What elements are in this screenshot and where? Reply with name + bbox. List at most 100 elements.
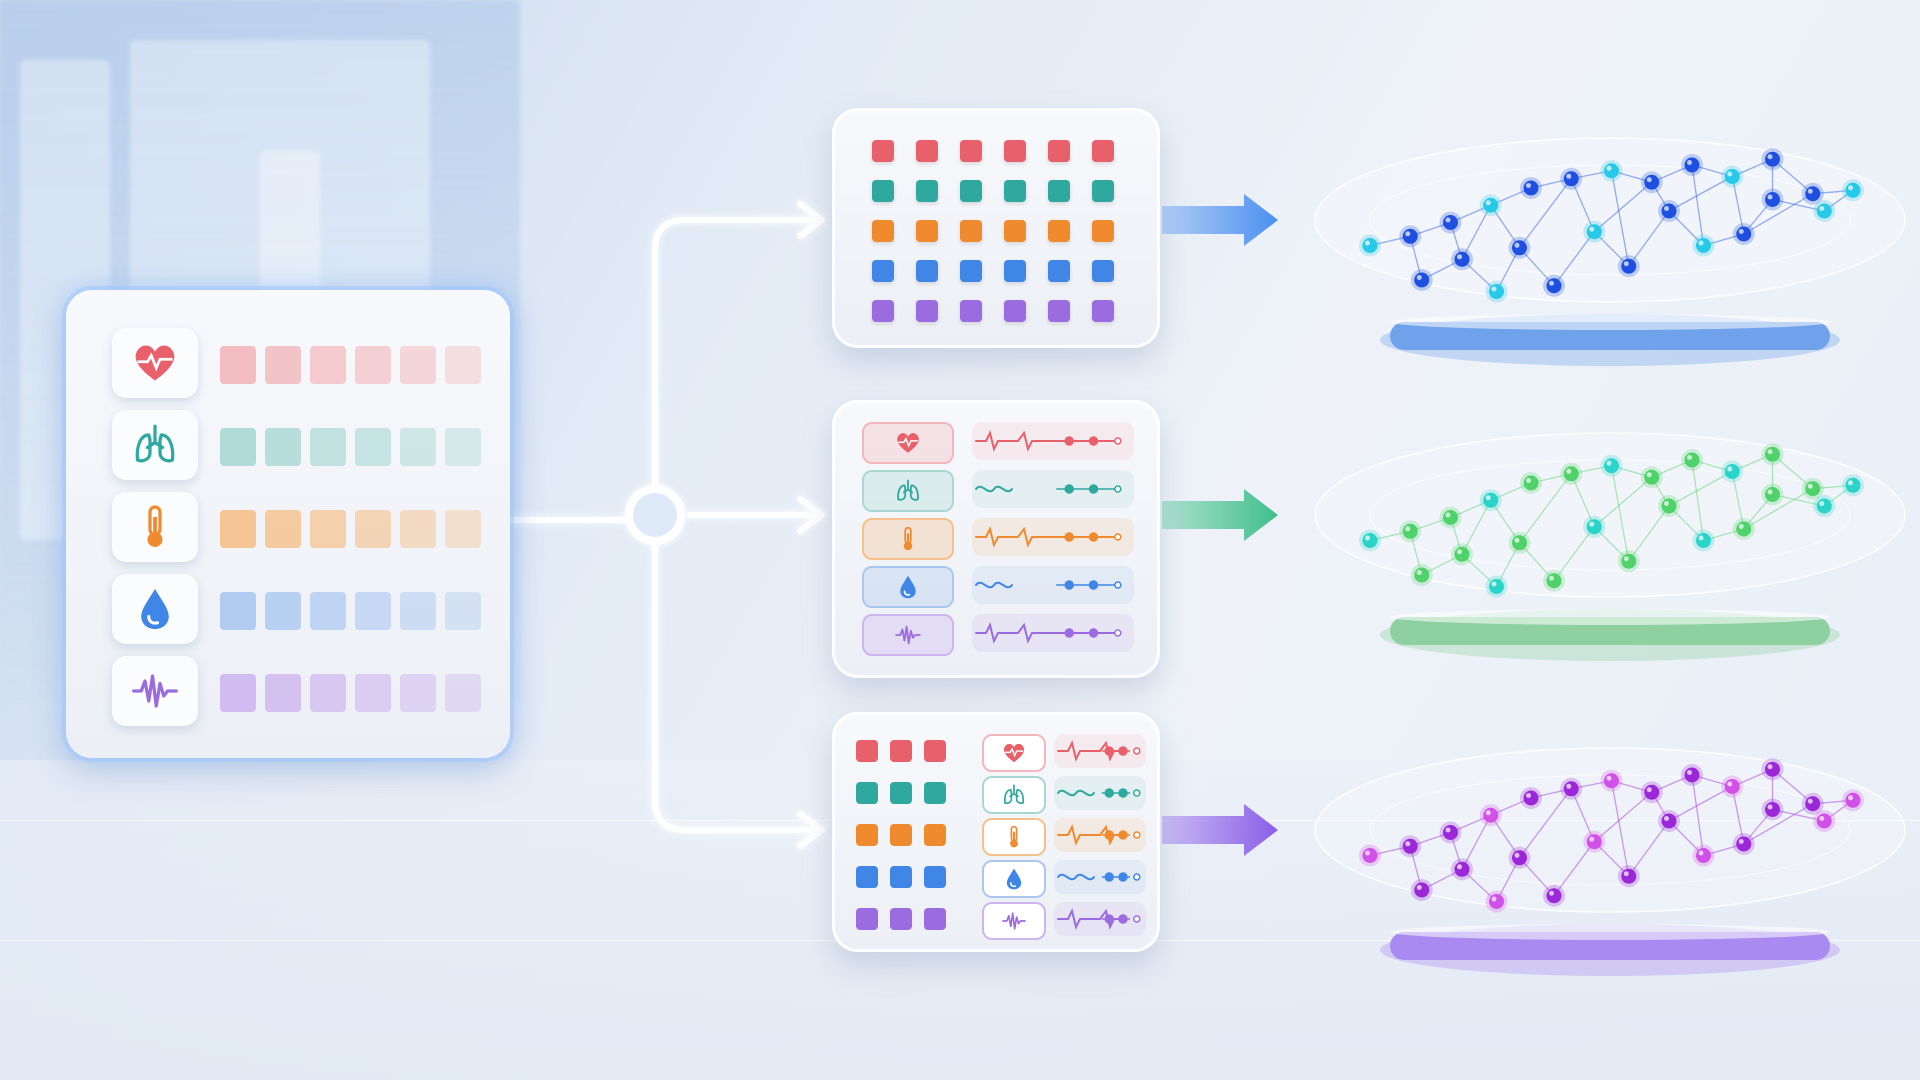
vital-icon-tile — [112, 574, 198, 644]
graph-edge — [1668, 820, 1704, 856]
grid-cell — [916, 180, 938, 202]
graph-edge — [1421, 553, 1463, 576]
feature-cell — [265, 592, 301, 630]
split-node — [625, 485, 685, 545]
feature-cell — [445, 428, 481, 466]
graph-edge — [1772, 768, 1814, 805]
graph-node-highlight — [1646, 472, 1652, 478]
graph-edge — [1743, 193, 1814, 235]
signal-icon-pill — [862, 470, 954, 512]
graph-node-highlight — [1485, 495, 1491, 501]
graph-node-highlight — [1416, 570, 1422, 575]
output-arrow — [1162, 489, 1278, 541]
graph-edge — [1743, 803, 1814, 845]
graph-edge — [1772, 158, 1814, 195]
signal-waveform — [1057, 908, 1141, 930]
grid-cell — [1004, 180, 1026, 202]
graph-node — [1845, 182, 1861, 198]
signal-icon-pill — [862, 518, 954, 560]
graph-node — [1563, 171, 1579, 187]
feature-cell — [265, 428, 301, 466]
graph-node-highlight — [1457, 254, 1462, 260]
hybrid-cell — [890, 740, 912, 762]
grid-cell — [1092, 260, 1114, 282]
grid-cell — [916, 220, 938, 242]
vital-icon-tile — [112, 328, 198, 398]
graph-node — [1724, 169, 1740, 184]
graph-node-highlight — [1589, 836, 1595, 842]
graph-edge — [1518, 473, 1572, 544]
hybrid-cell — [890, 782, 912, 804]
hybrid-cell — [856, 908, 878, 930]
feature-cell — [265, 674, 301, 712]
hybrid-embedding-card — [832, 712, 1160, 952]
feature-cell — [400, 346, 436, 384]
graph-node — [1604, 163, 1619, 179]
graph-edge — [1519, 247, 1555, 287]
waveform-icon — [132, 674, 178, 708]
graph-edge — [1628, 210, 1670, 267]
hybrid-cell — [924, 740, 946, 762]
signal-waveform — [975, 430, 1122, 452]
graph-node-highlight — [1566, 468, 1572, 474]
signal-icon-pill — [862, 566, 954, 608]
grid-cell — [1048, 260, 1070, 282]
thermometer-icon — [1010, 825, 1018, 848]
feature-cell — [220, 510, 256, 548]
platform-disc — [1390, 322, 1830, 350]
graph-node-highlight — [1365, 240, 1370, 246]
graph-node-highlight — [1491, 896, 1497, 902]
graph-node-highlight — [1664, 206, 1669, 211]
graph-node — [1414, 882, 1430, 898]
feature-cell — [265, 346, 301, 384]
graph-edge — [1461, 868, 1497, 902]
graph-node-highlight — [1807, 483, 1813, 489]
graph-edge — [1691, 774, 1705, 856]
graph-node-highlight — [1589, 521, 1595, 527]
graph-node-highlight — [1365, 850, 1370, 856]
output-arrow — [1162, 804, 1278, 856]
graph-node — [1443, 215, 1458, 230]
grid-cell — [1092, 140, 1114, 162]
hybrid-cell — [856, 866, 878, 888]
connector-branch-bottom — [652, 532, 823, 833]
signal-waveform — [1057, 788, 1141, 798]
graph-node — [1816, 813, 1832, 829]
graph-node — [1483, 197, 1499, 213]
graph-node — [1845, 792, 1861, 808]
graph-node — [1765, 446, 1780, 462]
graph-node-highlight — [1457, 864, 1462, 870]
graph-edge — [1691, 459, 1705, 541]
hybrid-wave-pill — [1054, 902, 1146, 936]
graph-edge — [1668, 505, 1704, 541]
hybrid-wave-pill — [1054, 818, 1146, 852]
hybrid-icon-pill — [982, 776, 1046, 814]
graph-node-highlight — [1664, 501, 1669, 506]
platform-top — [1390, 609, 1830, 625]
graph-node-highlight — [1807, 798, 1813, 804]
graph-edge — [1593, 181, 1653, 233]
graph-node-highlight — [1514, 242, 1520, 248]
feature-cell — [220, 428, 256, 466]
grid-cell — [960, 220, 982, 242]
grid-cell — [872, 140, 894, 162]
graph-node — [1661, 203, 1677, 219]
thermometer-icon — [147, 505, 163, 547]
graph-node-highlight — [1727, 171, 1733, 177]
graph-edge — [1731, 786, 1745, 845]
graph-node-highlight — [1566, 783, 1572, 789]
graph-node-highlight — [1416, 885, 1422, 890]
graph-node-highlight — [1767, 449, 1773, 455]
graph-node — [1816, 203, 1832, 219]
graph-node — [1696, 533, 1711, 548]
graph-node — [1483, 807, 1499, 823]
grid-cell — [960, 260, 982, 282]
signal-waveform — [1057, 872, 1141, 882]
feature-cell — [310, 346, 346, 384]
graph-node-highlight — [1405, 841, 1411, 847]
graph-edge — [1668, 470, 1733, 507]
graph-node — [1661, 813, 1677, 829]
graph-node-highlight — [1698, 535, 1704, 541]
graph-node-highlight — [1646, 177, 1652, 183]
